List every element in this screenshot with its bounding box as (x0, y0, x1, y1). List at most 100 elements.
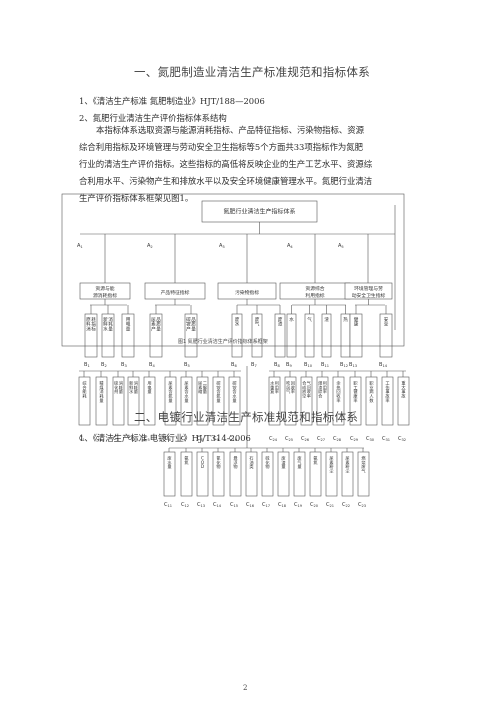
b-item-label: 渣 (324, 316, 329, 323)
c-top-box (316, 376, 329, 426)
code-label: B12 (340, 362, 348, 368)
root-label: 氮肥行业清洁生产指标体系 (223, 208, 295, 216)
a-group-label: 产品特征指标 (161, 289, 190, 296)
code-label: C23 (358, 502, 366, 508)
code-label: B5 (184, 362, 190, 368)
code-label: B7 (251, 362, 257, 368)
code-label: B10 (304, 362, 313, 368)
code-label: B1 (84, 362, 90, 368)
code-label: A4 (287, 243, 293, 249)
code-label: A1 (77, 243, 83, 249)
c-bottom-box (261, 451, 274, 497)
paragraph-line: 本指标体系选取资源与能源消耗指标、产品特征指标、污染物指标、资源 (96, 125, 364, 135)
code-label: C15 (230, 502, 238, 508)
c-bottom-label: 废水量 (167, 454, 172, 470)
c-bottom-label: 废气量 (297, 454, 302, 470)
b-item-box (286, 313, 297, 358)
c-top-label: 重大事故 (401, 379, 406, 399)
b-item-label: 废气 (255, 316, 260, 328)
code-label: C4 (128, 436, 135, 442)
code-label: B3 (121, 362, 127, 368)
b-item-box (304, 313, 315, 358)
c-top-box (284, 376, 297, 426)
c-top-label: 水重复利用率 (270, 379, 279, 395)
c-top-label: 余热回收率 (336, 379, 341, 404)
b-item-label: 尿素产品质量 (151, 317, 161, 333)
page-number: 2 (243, 684, 248, 692)
c-bottom-box (309, 451, 322, 497)
c-top-label: 新鲜水消耗量 (129, 379, 139, 395)
c-top-box (212, 376, 225, 426)
c-top-label: 碳铵含水量 (232, 379, 237, 404)
code-label: C8 (197, 436, 204, 442)
c-bottom-box (357, 451, 370, 497)
a-group-label: 利用指标 (305, 292, 324, 299)
b-item-label: 废渣 (278, 316, 283, 328)
c-bottom-label: 尿素粉尘 (329, 455, 334, 473)
b-item-label: 气 (307, 316, 312, 323)
c-top-box (332, 376, 345, 426)
c-top-label: 吹风气回收率 (286, 379, 296, 395)
code-label: B9 (286, 362, 292, 368)
section1-item2: 2、氮肥行业清洁生产评价指标体系结构 (79, 113, 227, 123)
b-item-box (274, 313, 286, 358)
c-top-box (397, 376, 410, 426)
code-label: C3 (113, 436, 119, 442)
code-label: B6 (231, 362, 237, 368)
code-label: C21 (326, 502, 334, 508)
section1-paragraph: 本指标体系选取资源与能源消耗指标、产品特征指标、污染物指标、资源 综合利用指标及… (79, 122, 419, 207)
b-item-label: 废水 (235, 316, 240, 328)
code-label: C30 (366, 436, 375, 442)
c-bottom-label: 硫化物 (265, 454, 270, 470)
c-top-label: 综合能耗 (82, 379, 87, 399)
code-label: C1 (79, 436, 85, 442)
code-label: C18 (278, 502, 287, 508)
code-label: C22 (342, 502, 350, 508)
c-top-box (112, 376, 125, 426)
code-label: C24 (269, 436, 278, 442)
code-label: C9 (213, 436, 220, 442)
b-item-label: 碳铵产品质量 (186, 316, 196, 333)
c-top-label: 尿素含水量 (184, 380, 189, 404)
a-group-label: 资源综合 (305, 285, 324, 292)
code-label: A5 (338, 243, 344, 249)
code-label: C10 (229, 436, 238, 442)
code-label: C11 (164, 502, 172, 508)
b-item-box (251, 313, 263, 358)
code-label: C29 (350, 436, 359, 442)
code-label: C17 (262, 502, 270, 508)
c-top-box (381, 376, 394, 426)
c-bottom-label: 废渣量 (281, 454, 286, 470)
c-top-label: 工伤事故率 (385, 380, 390, 404)
code-label: C13 (197, 502, 205, 508)
c-top-label: 尿素含氮量 (168, 380, 173, 404)
c-top-label: 职工健康率 (353, 380, 358, 404)
c-top-box (95, 376, 108, 426)
c-top-label: 合成放空气回收率 (302, 379, 312, 399)
a-group-label: 污染物指标 (235, 289, 259, 296)
code-label: C27 (317, 436, 325, 442)
c-top-label: 用电量 (147, 380, 152, 395)
code-label: C12 (181, 502, 189, 508)
c-top-box (164, 376, 177, 426)
c-top-label: 煤渣综合利用率 (318, 379, 327, 399)
code-label: A3 (219, 243, 225, 249)
b-item-label: 新鲜水消耗量 (103, 316, 113, 333)
b-item-label: 原料消耗指标 (86, 317, 96, 333)
section1-title: 一、氮肥制造业清洁生产标准规范和指标体系 (134, 65, 370, 79)
code-label: C19 (294, 502, 303, 508)
c-bottom-label: 氨氮 (313, 454, 318, 465)
c-bottom-box (293, 451, 306, 497)
a-group-label: 资源与能 (95, 285, 114, 292)
code-label: B4 (149, 362, 155, 368)
b-item-label: 热 (343, 316, 348, 323)
code-label: A2 (147, 243, 153, 249)
code-label: C25 (285, 436, 293, 442)
c-top-label: 硫化剂消耗量 (114, 379, 124, 395)
b-item-label: 安全 (384, 316, 389, 328)
c-bottom-box (245, 451, 258, 497)
c-bottom-label: 悬浮物 (233, 455, 237, 470)
c-bottom-box (163, 451, 176, 497)
